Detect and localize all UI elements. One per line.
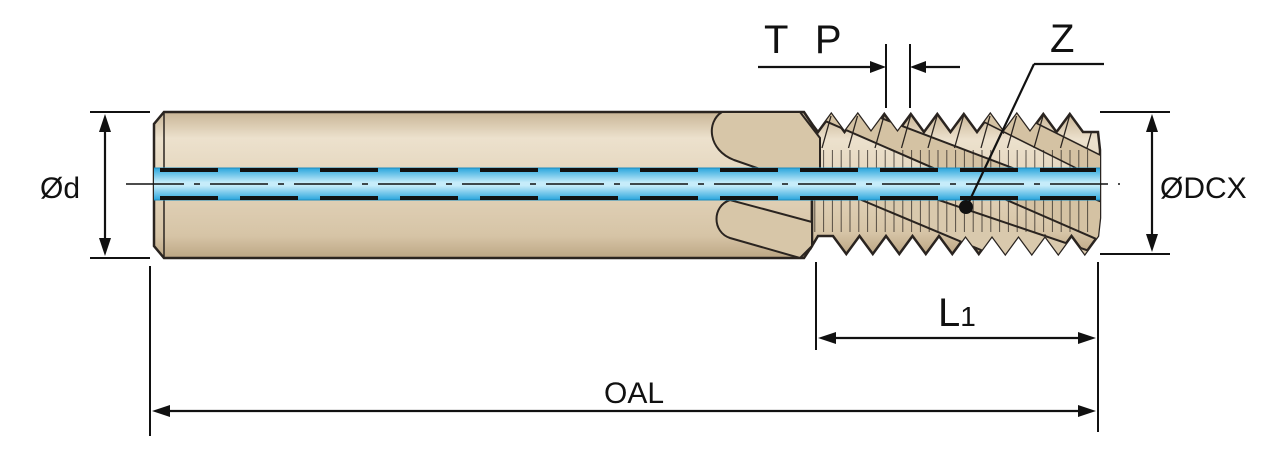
flute-groove-lower bbox=[715, 198, 813, 260]
oal-label: OAL bbox=[604, 377, 664, 410]
d-label: Ød bbox=[40, 172, 80, 205]
flute-band-3 bbox=[959, 114, 1100, 187]
tp-arrow-right bbox=[910, 61, 926, 73]
l1-arrow-left bbox=[818, 332, 836, 344]
thread-helix-line bbox=[847, 115, 859, 149]
thread-helix-line bbox=[1033, 115, 1044, 149]
thread-helix-line bbox=[874, 115, 885, 149]
thread-helix-line bbox=[953, 115, 965, 149]
d-arrow-top bbox=[99, 114, 111, 132]
oal-arrow-left bbox=[152, 405, 170, 417]
l1-label-letter: L bbox=[938, 291, 960, 335]
thread-helix-line bbox=[927, 115, 938, 149]
dcx-label: ØDCX bbox=[1160, 172, 1247, 205]
z-leader-diagonal bbox=[967, 63, 1035, 205]
z-leader-dot bbox=[959, 200, 973, 214]
oal-arrow-right bbox=[1078, 405, 1096, 417]
tp-arrow-left bbox=[870, 61, 886, 73]
dcx-arrow-top bbox=[1146, 114, 1158, 132]
thread-helix-line bbox=[1006, 115, 1018, 149]
l1-arrow-right bbox=[1078, 332, 1096, 344]
d-arrow-bottom bbox=[99, 238, 111, 256]
l1-label-subscript: 1 bbox=[960, 301, 976, 332]
thread-helix-line bbox=[980, 115, 991, 149]
tp-label: T P bbox=[764, 18, 850, 62]
l1-label: L1 bbox=[938, 291, 976, 335]
dcx-arrow-bottom bbox=[1146, 234, 1158, 252]
thread-helix-line bbox=[900, 115, 912, 149]
thread-helix-line bbox=[1059, 115, 1071, 149]
thread-helix-line bbox=[821, 115, 832, 149]
z-label: Z bbox=[1050, 17, 1074, 61]
